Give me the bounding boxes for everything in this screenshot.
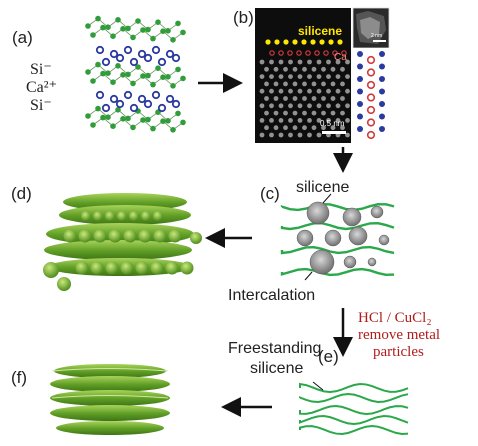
panel-a-label: (a) [12, 28, 33, 47]
stem-scale-label: 0.5 nm [320, 119, 345, 128]
panel-c-label: (c) [260, 184, 280, 203]
panel-b-label: (b) [233, 8, 254, 27]
intercalation-label: Intercalation [228, 287, 316, 304]
stem-image [255, 7, 390, 143]
crystal-structure [85, 15, 186, 133]
panel-d-label: (d) [11, 184, 32, 203]
stem-silicene-label: silicene [298, 24, 343, 38]
freestanding-sheets [299, 381, 409, 435]
ion-ca: Ca²⁺ [26, 79, 58, 96]
freestanding-label-1: Freestanding [228, 340, 322, 357]
panel-f-label: (f) [11, 368, 28, 387]
atomic-model [351, 48, 391, 143]
stem-ca-label: Ca [334, 52, 347, 63]
freestanding-label-2: silicene [250, 360, 304, 377]
ion-si-top: Si⁻ [30, 61, 52, 78]
ion-si-bottom: Si⁻ [30, 97, 52, 114]
process-line-3: particles [373, 344, 424, 360]
process-line-2: remove metal [358, 327, 441, 343]
schematic-silicene-label: silicene [296, 179, 350, 196]
panel-e-label: (e) [318, 347, 339, 366]
reagent-label: HCl / CuCl₂ [358, 310, 432, 326]
empty-pods-stack [50, 364, 170, 435]
inset-scale-label: 2 nm [371, 33, 383, 39]
intercalation-schematic [280, 193, 395, 281]
pea-pods-stack [43, 193, 202, 291]
